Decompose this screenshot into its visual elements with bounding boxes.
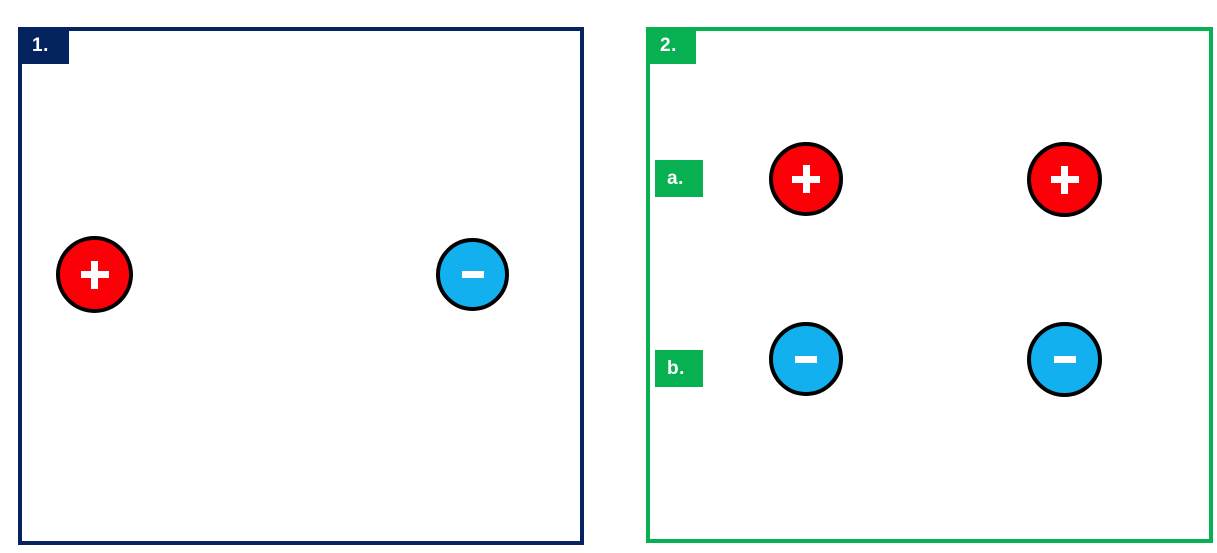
panel-2 [646,27,1213,543]
row-a-label-text: a. [667,167,684,189]
plus-sign-glyph [80,260,109,289]
panel-1-label-text: 1. [32,34,49,56]
row-b-label-text: b. [667,357,685,379]
negative-charge-icon[interactable] [769,322,843,396]
positive-charge-icon[interactable] [1027,142,1102,217]
panel-2-label-text: 2. [660,34,677,56]
panel-2-row-b-label-tab: b. [655,350,703,387]
positive-charge-icon[interactable] [56,236,133,313]
plus-sign-glyph [792,165,820,193]
minus-sign-glyph [461,271,484,278]
minus-sign-glyph [795,355,817,363]
positive-charge-icon[interactable] [769,142,843,216]
plus-sign-glyph [1050,165,1079,194]
panel-1 [18,27,584,545]
panel-2-row-a-label-tab: a. [655,160,703,197]
minus-sign-glyph [1053,356,1076,363]
negative-charge-icon[interactable] [1027,322,1102,397]
negative-charge-icon[interactable] [436,238,509,311]
panel-2-label-tab: 2. [646,27,696,64]
panel-1-label-tab: 1. [18,27,69,64]
